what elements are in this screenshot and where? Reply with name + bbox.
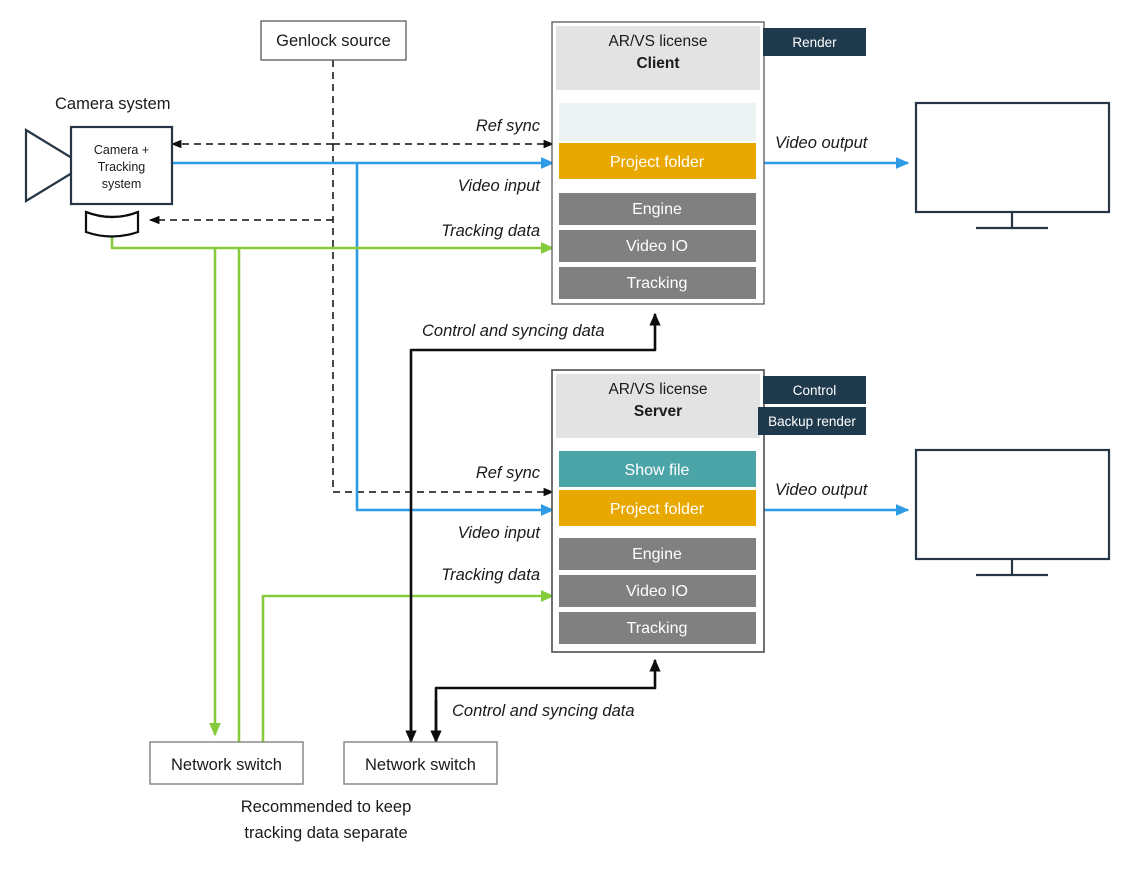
- client-stripe-engine: [559, 193, 756, 225]
- camera-box-line1: Camera +: [94, 143, 149, 157]
- server-stripe-tracking-label: Tracking: [627, 620, 688, 637]
- network-switch-control: Network switch: [343, 741, 498, 785]
- server-badge-backup-render: [758, 407, 866, 435]
- caption-line2: tracking data separate: [244, 824, 407, 842]
- server-badge-control-label: Control: [793, 383, 837, 398]
- server-stripe-engine-label: Engine: [632, 546, 682, 563]
- label-video-input-server: Video input: [458, 524, 542, 542]
- client-badge-render: [763, 28, 866, 56]
- camera-body-box: [69, 125, 174, 206]
- server-stripe-video-io-label: Video IO: [626, 583, 688, 600]
- server-license-label: AR/VS license: [608, 381, 707, 398]
- client-stripe-tracking: [559, 267, 756, 299]
- camera-box-line3: system: [102, 177, 142, 191]
- server-stripe-show-file: [559, 451, 756, 487]
- client-stripe-project-folder-label: Project folder: [610, 154, 705, 171]
- server-badge-control: [763, 376, 866, 404]
- client-node: AR/VS license Client Project folder Engi…: [551, 21, 866, 305]
- camera-system-group: Camera system Camera + Tracking system: [24, 95, 174, 238]
- label-tracking-data-server: Tracking data: [441, 566, 540, 584]
- label-video-output-client: Video output: [775, 134, 869, 152]
- client-stripe-engine-label: Engine: [632, 201, 682, 218]
- monitor-bottom: [914, 448, 1111, 577]
- client-stripe-project-folder: [559, 143, 756, 179]
- network-switch-control-label: Network switch: [365, 756, 476, 774]
- client-stripe-tracking-label: Tracking: [627, 275, 688, 292]
- edge-label-group: Ref sync Video input Tracking data Video…: [422, 117, 869, 720]
- tracking-signal-paths: [110, 232, 555, 742]
- server-stripe-engine: [559, 538, 756, 570]
- camera-box-line2: Tracking: [98, 160, 146, 174]
- server-stripe-show-file-label: Show file: [625, 462, 690, 479]
- label-tracking-data-client: Tracking data: [441, 222, 540, 240]
- server-stripe-project-folder: [559, 490, 756, 526]
- server-stripe-tracking: [559, 612, 756, 644]
- genlock-dashed-network: [148, 60, 555, 497]
- client-role-label: Client: [636, 55, 679, 72]
- video-signal-paths: [172, 157, 910, 516]
- diagram-caption: Recommended to keep tracking data separa…: [241, 798, 412, 842]
- server-stripe-project-folder-label: Project folder: [610, 501, 705, 518]
- tracking-device-icon: [84, 210, 140, 238]
- control-syncing-paths: [405, 312, 661, 744]
- label-video-output-server: Video output: [775, 481, 869, 499]
- server-badge-backup-render-label: Backup render: [768, 414, 856, 429]
- client-stripe-video-io: [559, 230, 756, 262]
- camera-lens-icon: [24, 128, 74, 203]
- label-control-sync-server: Control and syncing data: [452, 702, 635, 720]
- server-role-label: Server: [634, 403, 682, 420]
- label-video-input-client: Video input: [458, 177, 542, 195]
- genlock-source-label: Genlock source: [276, 32, 391, 50]
- client-badge-render-label: Render: [792, 35, 837, 50]
- server-stripe-video-io: [559, 575, 756, 607]
- label-control-sync-client: Control and syncing data: [422, 322, 605, 340]
- server-node: AR/VS license Server Show file Project f…: [551, 369, 866, 653]
- genlock-source-node: Genlock source: [260, 20, 407, 61]
- client-license-label: AR/VS license: [608, 33, 707, 50]
- monitor-top: [914, 101, 1111, 230]
- network-switch-tracking-label: Network switch: [171, 756, 282, 774]
- network-switch-tracking: Network switch: [149, 741, 304, 785]
- camera-system-label: Camera system: [55, 95, 171, 113]
- client-stripe-empty: [559, 103, 756, 141]
- label-ref-sync-server: Ref sync: [476, 464, 541, 482]
- label-ref-sync-client: Ref sync: [476, 117, 541, 135]
- caption-line1: Recommended to keep: [241, 798, 412, 816]
- client-stripe-video-io-label: Video IO: [626, 238, 688, 255]
